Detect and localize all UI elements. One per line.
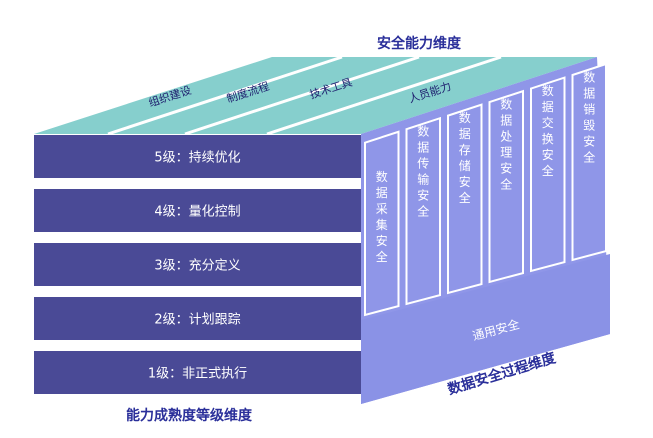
process-stage-column: [364, 130, 400, 317]
top-separator: [266, 55, 502, 136]
process-stage-column: [530, 76, 566, 273]
capability-dimension-title: 安全能力维度: [377, 35, 462, 52]
top-face: [34, 57, 597, 134]
process-stage-label: 数据处理安全: [500, 97, 512, 192]
maturity-level-label: 2级：计划跟踪: [154, 313, 240, 328]
maturity-level-label: 5级：持续优化: [154, 151, 240, 166]
maturity-level-label: 3级：充分定义: [154, 258, 240, 274]
process-stage-column: [405, 116, 441, 306]
process-stage-label: 数据传输安全: [417, 124, 429, 219]
maturity-level-bar: [34, 189, 361, 232]
process-columns: 数据采集安全 数据传输安全 数据存储安全 数据处理安全 数据交换安全 数据销毁安全: [364, 62, 607, 317]
top-separator: [184, 55, 420, 136]
maturity-level-bar: [34, 297, 361, 340]
maturity-level-bar: [34, 135, 361, 178]
maturity-dimension-title: 能力成熟度等级维度: [126, 407, 253, 424]
maturity-level-label: 4级：量化控制: [154, 205, 240, 220]
process-stage-label: 数据销毁安全: [583, 70, 595, 165]
process-stage-column: [488, 89, 524, 284]
process-stage-label: 数据交换安全: [542, 83, 554, 178]
maturity-levels: 5级：持续优化 4级：量化控制 3级：充分定义 2级：计划跟踪 1级：非正式执行: [34, 135, 361, 394]
process-stage-label: 数据采集安全: [376, 169, 388, 264]
process-stage-column: [571, 62, 607, 262]
top-separator: [107, 55, 343, 136]
maturity-level-bar: [34, 243, 361, 286]
maturity-level-label: 1级：非正式执行: [148, 367, 247, 382]
general-security-band: [361, 254, 610, 404]
process-stage-column: [447, 103, 483, 295]
maturity-level-bar: [34, 351, 361, 394]
process-stage-label: 数据存储安全: [459, 110, 471, 205]
